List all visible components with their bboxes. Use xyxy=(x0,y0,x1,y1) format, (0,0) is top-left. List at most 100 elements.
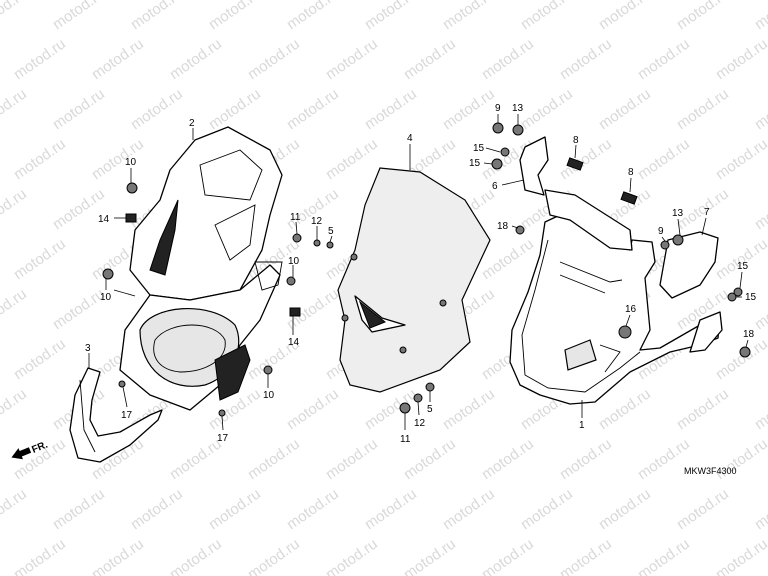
watermark-text: motod.ru xyxy=(635,535,693,576)
callout-12: 12 xyxy=(414,418,426,429)
watermark-text: motod.ru xyxy=(518,85,576,133)
callout-15: 15 xyxy=(737,261,749,272)
watermark-text: motod.ru xyxy=(557,535,615,576)
callout-9: 9 xyxy=(658,226,664,237)
callout-11: 11 xyxy=(400,434,411,445)
watermark-text: motod.ru xyxy=(0,285,30,333)
callout-2: 2 xyxy=(189,118,195,129)
watermark-text: motod.ru xyxy=(323,535,381,576)
watermark-text: motod.ru xyxy=(752,0,768,33)
callout-15: 15 xyxy=(469,158,481,169)
watermark-text: motod.ru xyxy=(206,485,264,533)
watermark-text: motod.ru xyxy=(284,85,342,133)
watermark-text: motod.ru xyxy=(674,485,732,533)
watermark-text: motod.ru xyxy=(11,535,69,576)
watermark-text: motod.ru xyxy=(440,0,498,33)
watermark-text: motod.ru xyxy=(713,35,768,83)
watermark-text: motod.ru xyxy=(518,485,576,533)
watermark-text: motod.ru xyxy=(635,135,693,183)
watermark-text: motod.ru xyxy=(89,35,147,83)
watermark-text: motod.ru xyxy=(557,435,615,483)
watermark-text: motod.ru xyxy=(674,0,732,33)
watermark-text: motod.ru xyxy=(479,435,537,483)
watermark-text: motod.ru xyxy=(440,485,498,533)
callout-14: 14 xyxy=(98,214,110,225)
callout-10: 10 xyxy=(100,292,112,303)
watermark-text: motod.ru xyxy=(11,235,69,283)
callout-5: 5 xyxy=(328,226,334,237)
callout-15: 15 xyxy=(745,292,757,303)
windscreen-part-4 xyxy=(292,167,491,414)
watermark-text: motod.ru xyxy=(440,385,498,433)
leader-lines xyxy=(88,114,749,431)
callout-10: 10 xyxy=(263,390,275,401)
callout-7: 7 xyxy=(704,207,710,218)
watermark-text: motod.ru xyxy=(635,35,693,83)
callout-14: 14 xyxy=(288,337,300,348)
watermark-text: motod.ru xyxy=(596,85,654,133)
watermark-text: motod.ru xyxy=(323,435,381,483)
watermark-text: motod.ru xyxy=(284,385,342,433)
watermark-text: motod.ru xyxy=(518,0,576,33)
watermark-text: motod.ru xyxy=(362,385,420,433)
watermark-text: motod.ru xyxy=(713,435,768,483)
watermark-text: motod.ru xyxy=(128,485,186,533)
watermark-text: motod.ru xyxy=(557,135,615,183)
watermark-text: motod.ru xyxy=(713,335,768,383)
callout-1: 1 xyxy=(579,420,585,431)
watermark-text: motod.ru xyxy=(89,135,147,183)
front-cowl-part-2 xyxy=(102,126,301,417)
watermark-text: motod.ru xyxy=(50,485,108,533)
stay-frame-part-1 xyxy=(491,122,751,405)
watermark-text: motod.ru xyxy=(245,535,303,576)
watermark-text: motod.ru xyxy=(479,35,537,83)
callout-17: 17 xyxy=(217,433,229,444)
watermark-text: motod.ru xyxy=(0,85,30,133)
watermark-text: motod.ru xyxy=(557,35,615,83)
watermark-text: motod.ru xyxy=(284,485,342,533)
watermark-text: motod.ru xyxy=(674,85,732,133)
callout-9: 9 xyxy=(495,103,501,114)
watermark-text: motod.ru xyxy=(245,35,303,83)
watermark-text: motod.ru xyxy=(0,185,30,233)
watermark-text: motod.ru xyxy=(635,435,693,483)
watermark-text: motod.ru xyxy=(11,35,69,83)
watermark-text: motod.ru xyxy=(713,235,768,283)
watermark-text: motod.ru xyxy=(0,385,30,433)
callout-3: 3 xyxy=(85,343,91,354)
callout-15: 15 xyxy=(473,143,485,154)
watermark-text: motod.ru xyxy=(50,185,108,233)
callout-6: 6 xyxy=(492,181,498,192)
watermark-text: motod.ru xyxy=(752,85,768,133)
arrow-left-icon xyxy=(11,447,32,460)
watermark-text: motod.ru xyxy=(713,535,768,576)
watermark-text: motod.ru xyxy=(596,485,654,533)
callout-4: 4 xyxy=(407,133,413,144)
watermark-text: motod.ru xyxy=(401,535,459,576)
watermark-text: motod.ru xyxy=(11,135,69,183)
watermark-text: motod.ru xyxy=(401,35,459,83)
watermark-text: motod.ru xyxy=(752,385,768,433)
watermark-text: motod.ru xyxy=(167,35,225,83)
callout-8: 8 xyxy=(628,167,634,178)
watermark-text: motod.ru xyxy=(674,385,732,433)
watermark-text: motod.ru xyxy=(323,135,381,183)
watermark-text: motod.ru xyxy=(128,0,186,33)
watermark-text: motod.ru xyxy=(284,0,342,33)
callout-8: 8 xyxy=(573,135,579,146)
watermark-text: motod.ru xyxy=(440,85,498,133)
watermark-text: motod.ru xyxy=(11,335,69,383)
diagram-code: MKW3F4300 xyxy=(684,466,737,476)
callout-10: 10 xyxy=(125,157,137,168)
watermark-text: motod.ru xyxy=(50,85,108,133)
callout-labels: 2 10 14 10 10 14 10 3 17 17 11 12 5 4 11… xyxy=(85,103,757,445)
watermark-text: motod.ru xyxy=(596,0,654,33)
watermark-text: motod.ru xyxy=(245,435,303,483)
callout-11: 11 xyxy=(290,212,301,223)
callout-5: 5 xyxy=(427,404,433,415)
callout-16: 16 xyxy=(625,304,637,315)
watermark-text: motod.ru xyxy=(89,535,147,576)
watermark-text: motod.ru xyxy=(362,0,420,33)
watermark-text: motod.ru xyxy=(752,485,768,533)
